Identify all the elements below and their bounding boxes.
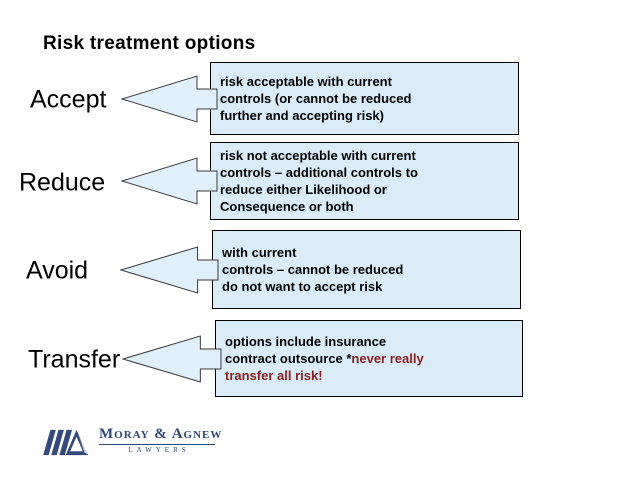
moray-agnew-logo-mark-icon — [43, 429, 89, 456]
left-arrow-shape — [122, 335, 222, 383]
logo-text-block: Moray & Agnew LAWYERS — [99, 426, 223, 454]
option-label: Avoid — [26, 256, 89, 285]
left-arrow-shape — [120, 246, 219, 294]
left-arrow-shape — [121, 75, 218, 123]
slide-title: Risk treatment options — [43, 33, 256, 54]
moray-agnew-logo: Moray & Agnew LAWYERS — [36, 426, 223, 457]
option-label: Reduce — [19, 168, 106, 197]
logo-tagline: LAWYERS — [128, 446, 190, 454]
logo-firm-name: Moray & Agnew — [99, 426, 223, 442]
option-label: Accept — [30, 85, 107, 114]
logo-divider — [99, 444, 215, 445]
left-arrow-shape — [121, 157, 218, 205]
option-label: Transfer — [28, 345, 121, 374]
